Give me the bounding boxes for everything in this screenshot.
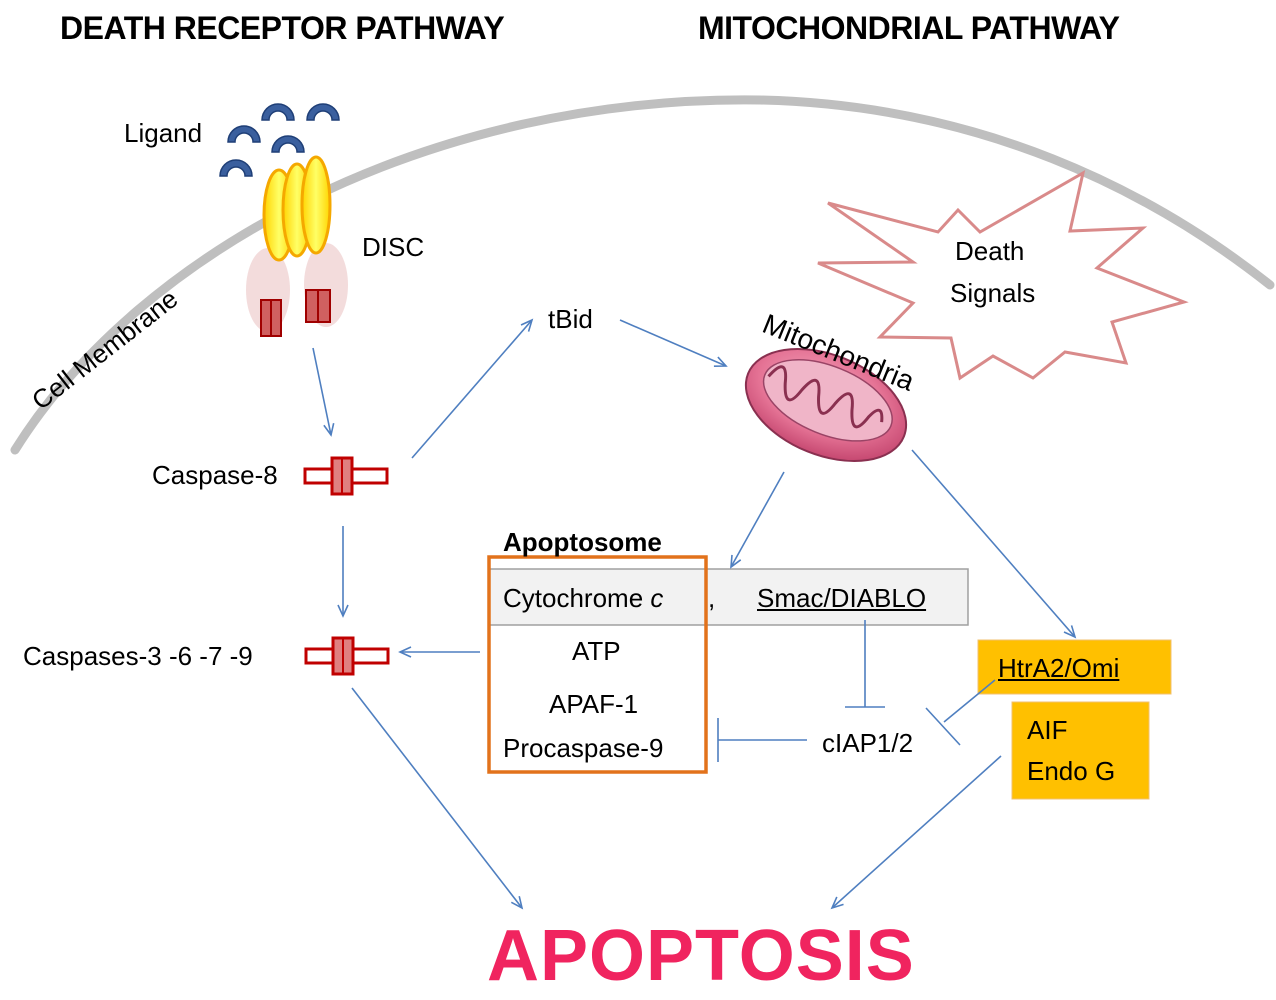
death-receptor-pathway-header: DEATH RECEPTOR PATHWAY [60, 10, 505, 46]
disc-label: DISC [362, 232, 425, 262]
caspase8-label: Caspase-8 [152, 460, 278, 490]
caspases-label: Caspases-3 -6 -7 -9 [23, 641, 253, 671]
arrow-aif-to-apoptosis [830, 755, 1002, 910]
mitochondrial-pathway-header: MITOCHONDRIAL PATHWAY [698, 10, 1120, 46]
pathway-arrows [312, 318, 1077, 910]
htra2-box [977, 639, 1172, 695]
inhibition-lines [717, 620, 996, 762]
caspase8-icon [303, 456, 389, 496]
apoptosis-label: APOPTOSIS [487, 916, 915, 996]
ligand-label: Ligand [124, 118, 203, 148]
htra2-omi-label: HtrA2/Omi [998, 653, 1120, 683]
death-signals-label-line2: Signals [950, 278, 1036, 308]
tbid-label: tBid [548, 304, 593, 334]
cytochrome-text: Cytochrome [503, 583, 644, 613]
death-signals-star [817, 170, 1189, 381]
mitochondria-icon [744, 347, 908, 463]
arrow-mito-to-htra2 [911, 449, 1077, 639]
smac-diablo-label: Smac/DIABLO [757, 583, 927, 613]
cell-membrane-arc [10, 95, 1275, 455]
ligand-icons [219, 103, 340, 177]
arrow-caspase8-to-tbid [411, 318, 534, 459]
endog-label: Endo G [1027, 756, 1116, 786]
cytochrome-c-label: Cytochrome c [503, 583, 663, 614]
procaspase9-label: Procaspase-9 [503, 733, 664, 763]
ciap-label: cIAP1/2 [822, 728, 914, 758]
caspases-icon [304, 636, 390, 676]
disc-receptor-icon [246, 155, 348, 337]
apaf1-label: APAF-1 [549, 689, 639, 719]
arrow-caspases-to-apoptosis [351, 687, 524, 910]
death-signals-label-line1: Death [955, 236, 1025, 266]
apoptosome-title: Apoptosome [503, 527, 662, 557]
cytochrome-c-italic: c [650, 583, 664, 613]
aif-endog-box [1011, 701, 1150, 800]
arrow-tbid-to-mito [619, 319, 728, 368]
arrow-disc-to-caspase8 [312, 347, 335, 437]
cytochrome-smac-bar [488, 568, 969, 626]
atp-label: ATP [572, 636, 621, 666]
aif-label: AIF [1027, 715, 1068, 745]
apoptosome-box [487, 555, 708, 774]
arrow-mito-to-apoptosome [730, 471, 785, 569]
cytochrome-smac-comma: , [708, 583, 716, 613]
